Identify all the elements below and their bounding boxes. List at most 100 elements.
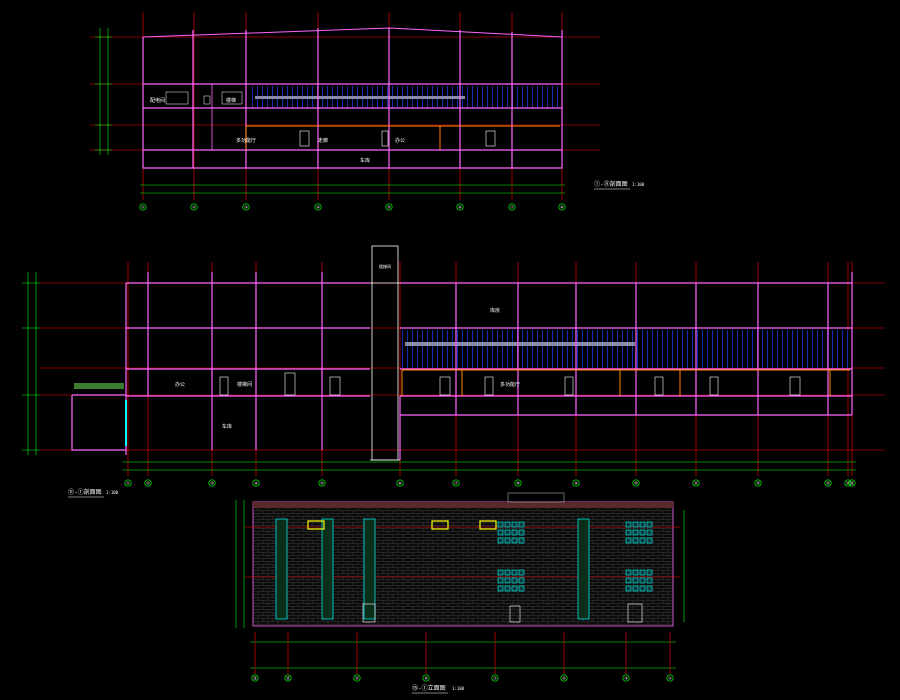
- window-pane: [511, 521, 518, 528]
- axis-bubble: [452, 479, 460, 487]
- window-pane: [497, 585, 504, 592]
- window-pane: [497, 577, 504, 584]
- axis-label: ⑪: [694, 479, 698, 485]
- drawing-scale: 1:100: [106, 490, 119, 495]
- axis-bubble: [560, 674, 568, 682]
- axis-label: ⑬: [826, 479, 830, 485]
- room-label: 配电间: [150, 97, 165, 104]
- axis-label: ④: [254, 480, 258, 485]
- window-pane: [625, 585, 632, 592]
- window-pane: [511, 585, 518, 592]
- axis-bubble: [848, 479, 856, 487]
- axis-label: ⑤: [387, 204, 391, 209]
- middle-section-stair-tower: 楼梯间: [370, 245, 400, 461]
- axis-label: ⑦: [454, 480, 458, 485]
- window-pane: [632, 569, 639, 576]
- top-section-dimensions: [95, 28, 565, 194]
- top-section-structure: [142, 27, 563, 169]
- axis-label: ⑨: [424, 675, 428, 680]
- elevation-doors: [362, 603, 643, 623]
- window-pane: [511, 569, 518, 576]
- axis-label: ⑤: [562, 675, 566, 680]
- axis-label: ①: [141, 204, 145, 209]
- axis-bubble: [491, 674, 499, 682]
- room-label: 车库: [222, 423, 232, 430]
- room-label: 多功能厅: [500, 381, 520, 388]
- axis-bubble: [422, 674, 430, 682]
- elevation-window-grid: [497, 521, 653, 592]
- middle-section-structure: [71, 272, 853, 460]
- axis-bubble: [514, 479, 522, 487]
- axis-bubble: [353, 674, 361, 682]
- middle-section-room-labels: 办公 楼梯间 库房 多功能厅 车库: [175, 307, 520, 430]
- axis-bubble: [284, 674, 292, 682]
- window-pane: [632, 521, 639, 528]
- room-label: 走廊: [318, 137, 328, 144]
- middle-section-title: ⑪-①剖面图 1:100: [68, 488, 119, 498]
- window-pane: [646, 537, 653, 544]
- top-section-room-labels: 配电间 楼梯 多功能厅 走廊 办公 车库: [150, 97, 405, 164]
- axis-label: ①: [668, 675, 672, 680]
- room-label: 办公: [395, 137, 405, 144]
- elevation-level-lines: [245, 526, 680, 578]
- axis-bubble: [622, 674, 630, 682]
- window-pane: [639, 521, 646, 528]
- drawing-title: ⑪-①剖面图: [68, 488, 102, 496]
- top-section-doors: [165, 91, 560, 150]
- window-pane: [518, 577, 525, 584]
- window-pane: [639, 537, 646, 544]
- axis-label: ⑦: [493, 675, 497, 680]
- axis-label: ③: [624, 675, 628, 680]
- room-label: 楼梯间: [237, 381, 252, 388]
- axis-bubble: [139, 203, 147, 211]
- window-pane: [625, 529, 632, 536]
- middle-section: 楼梯间 办公 楼梯间 库房 多功能厅 车库: [22, 245, 885, 498]
- axis-bubble: [754, 479, 762, 487]
- top-section-title: ①-⑧剖面图 1:100: [594, 180, 645, 190]
- window-pane: [625, 521, 632, 528]
- window-pane: [639, 569, 646, 576]
- axis-bubble: [124, 479, 132, 487]
- axis-label: ③: [244, 204, 248, 209]
- axis-bubble: [242, 203, 250, 211]
- axis-label: ②: [192, 204, 196, 209]
- window-pane: [511, 577, 518, 584]
- axis-bubble: [144, 479, 152, 487]
- axis-bubble: [844, 479, 852, 487]
- axis-label: ④: [316, 204, 320, 209]
- window-pane: [504, 569, 511, 576]
- window-pane: [497, 537, 504, 544]
- window-pane: [504, 529, 511, 536]
- window-pane: [625, 577, 632, 584]
- window-pane: [518, 569, 525, 576]
- axis-label: ⑫: [756, 479, 760, 485]
- elevation-piers: [275, 518, 590, 620]
- window-pane: [504, 537, 511, 544]
- room-label: 车库: [360, 157, 370, 164]
- window-pane: [504, 585, 511, 592]
- axis-bubble: [666, 674, 674, 682]
- axis-label: ⑧: [560, 204, 564, 209]
- axis-bubble: [208, 479, 216, 487]
- window-pane: [497, 521, 504, 528]
- window-pane: [625, 537, 632, 544]
- window-pane: [504, 521, 511, 528]
- axis-label: ⑨: [574, 480, 578, 485]
- window-pane: [632, 577, 639, 584]
- axis-label: ⑮: [253, 674, 257, 680]
- window-pane: [518, 537, 525, 544]
- axis-bubble: [824, 479, 832, 487]
- window-pane: [646, 529, 653, 536]
- window-pane: [625, 569, 632, 576]
- window-pane: [639, 577, 646, 584]
- axis-label: ⑥: [398, 480, 402, 485]
- drawing-scale: 1:100: [452, 686, 465, 691]
- room-label: 多功能厅: [236, 137, 256, 144]
- window-pane: [518, 585, 525, 592]
- axis-bubble: [251, 674, 259, 682]
